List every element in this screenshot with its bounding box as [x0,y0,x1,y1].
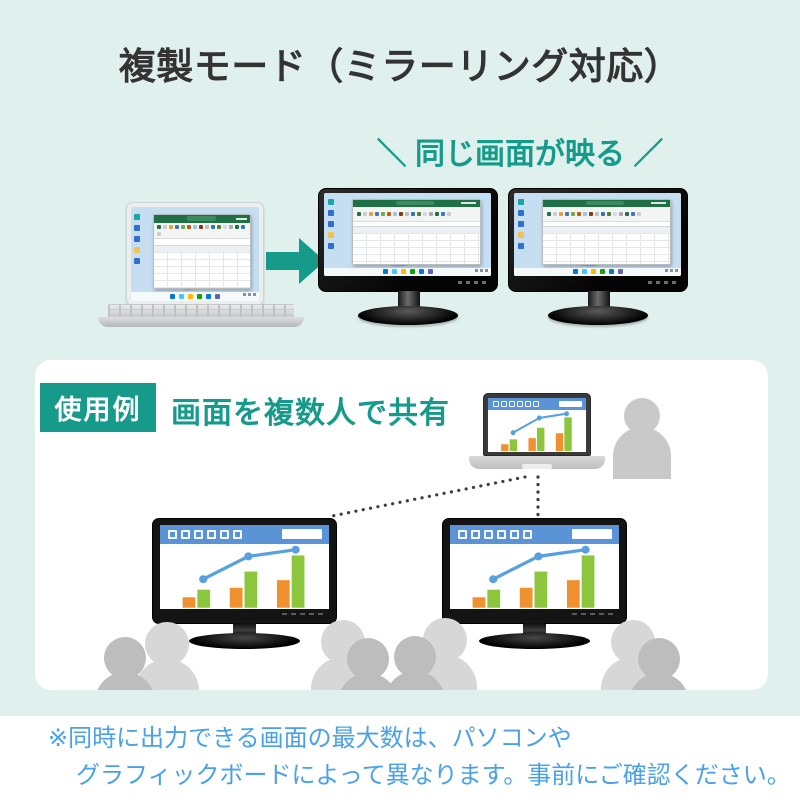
excel-ribbon [543,206,670,222]
usage-card: 使用例 画面を複数人で共有 [35,360,768,690]
monitor-base [358,306,458,325]
windows-excel-screen [131,207,259,301]
laptop-screen [126,202,264,306]
taskbar-tray [664,268,678,274]
output-monitor-1 [318,188,498,333]
connection-dotted-lines [330,475,540,520]
person-silhouette [135,622,199,690]
excel-formula-bar [353,221,480,228]
footnote: ※同時に出力できる画面の最大数は、パソコンや グラフィックボードによって異なりま… [48,720,791,794]
excel-screen [324,193,491,276]
excel-grid [153,245,251,288]
monitor-buttons [648,281,676,284]
laptop-notch [522,464,552,469]
monitor-neck [233,623,256,636]
monitor-buttons [282,613,323,615]
usage-heading: 画面を複数人で共有 [171,397,450,430]
taskbar-tray [474,268,488,274]
bar-chart-illustration [182,546,305,609]
excel-screen [131,207,259,301]
excel-titlebar [353,199,480,207]
person-body [613,427,671,479]
bar-chart-illustration [472,546,595,609]
taskbar-tray [243,292,257,299]
windows-taskbar [324,267,491,276]
excel-ribbon [153,222,251,240]
person-silhouette [385,636,445,690]
mirror-callout: ＼ 同じ画面が映る ／ [376,138,664,171]
shared-monitor-2 [442,518,627,650]
monitor-base [548,306,648,325]
shared-app-screen [450,525,619,609]
shared-chart-screen [450,525,619,609]
desktop-icons [328,198,335,249]
person-silhouette [338,638,398,690]
windows-taskbar [131,291,259,301]
shared-chart-screen [488,398,586,452]
excel-grid [543,227,670,265]
monitor-base [479,633,590,649]
excel-window [542,198,671,266]
footnote-line-2: グラフィックボードによって異なります。事前にご確認ください。 [76,762,791,789]
desktop-icons [518,198,525,249]
excel-window [352,198,481,266]
monitor-buttons [458,281,486,284]
person-silhouette [95,637,155,690]
windows-excel-screen [324,193,491,276]
source-laptop [98,200,304,332]
mirror-arrow-icon [266,238,325,284]
bar-chart-illustration [501,411,572,452]
app-header-bar [450,525,619,545]
person-silhouette [629,638,689,690]
monitor-neck [523,623,546,636]
app-header-bar [488,398,586,411]
excel-window [152,213,252,289]
app-header-field [281,529,323,540]
monitor-neck [588,291,610,309]
shared-app-screen [488,398,586,452]
excel-titlebar [543,199,670,207]
shared-app-screen [160,525,329,609]
output-monitor-2 [508,188,688,333]
monitor-base [189,633,300,649]
excel-formula-bar [543,221,670,228]
monitor-neck [398,291,420,309]
desktop-icons [134,213,141,264]
laptop-screen [483,393,591,456]
excel-grid [353,227,480,265]
windows-taskbar [514,267,681,276]
shared-chart-screen [160,525,329,609]
laptop-base [98,317,304,327]
excel-titlebar [153,214,251,223]
monitor-buttons [572,613,613,615]
arrow-shape [266,238,325,284]
page-title: 複製モード（ミラーリング対応） [118,46,682,87]
presenter-laptop [469,393,605,473]
presenter-person [613,398,671,479]
app-header-field [558,400,583,408]
usage-badge: 使用例 [40,383,156,432]
excel-ribbon [353,206,480,222]
app-header-bar [160,525,329,545]
app-header-field [571,529,613,540]
excel-screen [514,193,681,276]
shared-monitor-1 [152,518,337,650]
windows-excel-screen [514,193,681,276]
laptop-keyboard [108,304,294,318]
laptop-base [469,456,605,469]
footnote-line-1: ※同時に出力できる画面の最大数は、パソコンや [48,725,572,752]
excel-formula-bar [153,239,251,246]
